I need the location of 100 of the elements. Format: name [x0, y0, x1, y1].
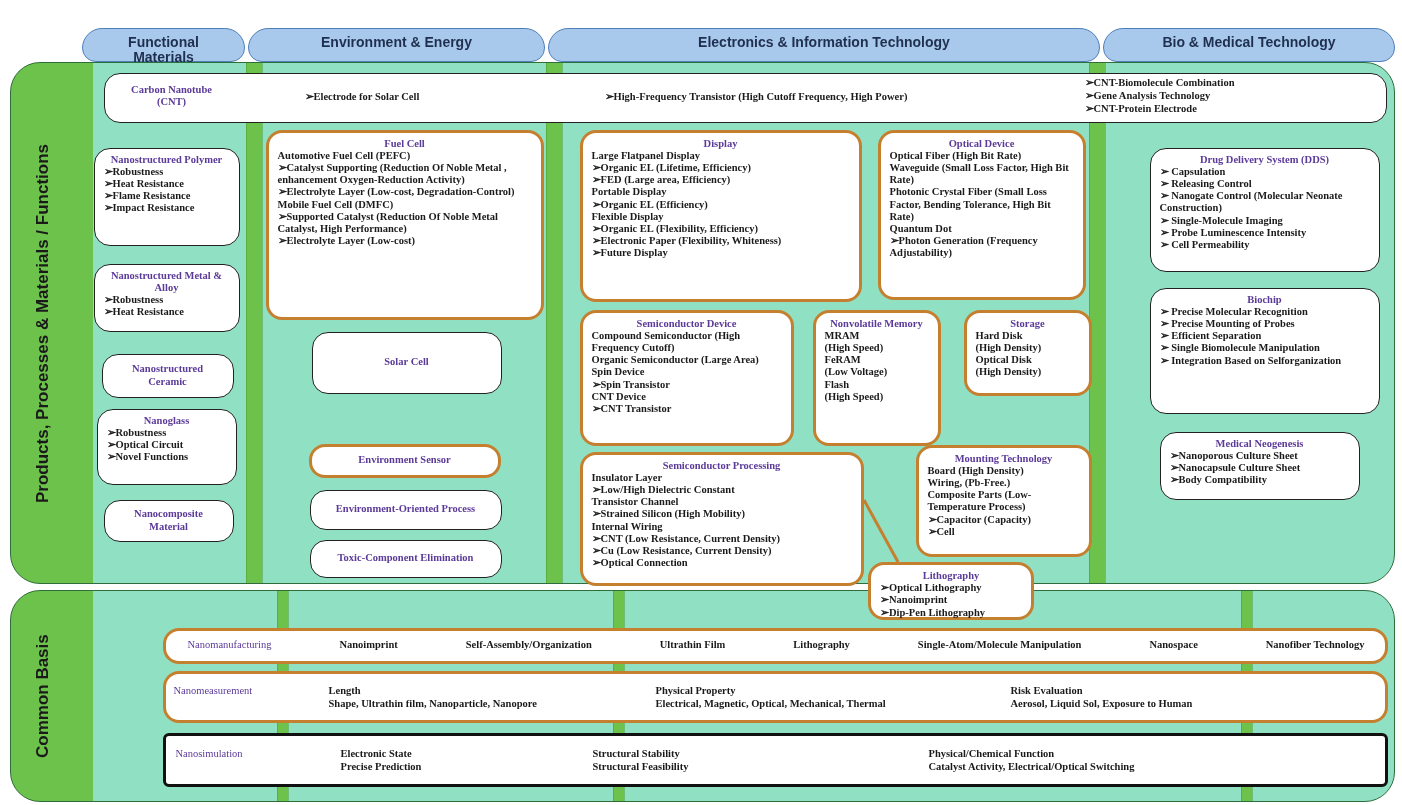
list-item: ➢ Nanogate Control (Molecular Neonate Construction)	[1159, 190, 1344, 215]
box-title: Nanosimulation	[175, 747, 243, 760]
list-item: ➢ Probe Luminescence Intensity	[1159, 226, 1308, 239]
list-item: ➢Dip-Pen Lithography	[880, 606, 986, 619]
list-item: Organic Semiconductor (Large Area)	[591, 354, 760, 367]
list-item: (High Density)	[975, 366, 1043, 379]
box-title: Optical Device	[947, 137, 1016, 150]
list-item: ➢Gene Analysis Technology	[1084, 89, 1211, 102]
box-title: Semiconductor Processing	[661, 459, 782, 472]
text-box	[579, 451, 864, 586]
list-item: Aerosol, Liquid Sol, Exposure to Human	[1010, 697, 1193, 710]
list-item: Length	[328, 684, 361, 697]
text-box	[93, 147, 240, 246]
box-title: Nanostructured Polymer	[109, 153, 224, 166]
text-box	[309, 489, 502, 530]
list-item: ➢Low/High Dielectric Constant	[591, 483, 736, 497]
list-item: Portable Display	[591, 186, 668, 199]
list-item: ➢Robustness	[103, 165, 165, 178]
column-title: Environment & Energy	[320, 35, 473, 50]
list-item: (Low Voltage)	[824, 366, 889, 379]
box-title: Solar Cell	[384, 356, 429, 369]
text-box	[1149, 147, 1380, 272]
list-item: ➢Electrolyte Layer (Low-cost, Degradation-Control)	[277, 186, 516, 199]
row-band	[10, 62, 1395, 584]
list-item: Optical Disk	[975, 354, 1033, 367]
text-box	[309, 539, 502, 578]
list-item: FeRAM	[824, 354, 862, 367]
text-box	[915, 444, 1092, 557]
text-box	[579, 129, 862, 302]
list-item: ➢CNT-Biomolecule Combination	[1084, 76, 1235, 89]
box-title: Lithography	[921, 570, 981, 583]
box-title: Nonvolatile Memory	[829, 317, 924, 330]
list-item: ➢High-Frequency Transistor (High Cutoff Frequency, High Power)	[604, 90, 908, 103]
list-item: Waveguide (Small Loss Factor, High Bit Rate)	[889, 161, 1070, 187]
list-item: Flash	[824, 378, 850, 391]
list-item: ➢Catalyst Supporting (Reduction Of Noble Metal , enhancement Oxygen-Reduction Activity)	[277, 161, 508, 187]
list-item: ➢Organic EL (Efficiency)	[591, 198, 709, 211]
column-band	[248, 28, 545, 62]
list-item: (High Speed)	[824, 390, 885, 403]
box-title: Nanocomposite Material	[133, 508, 204, 533]
list-item: ➢CNT (Low Resistance, Current Density)	[591, 532, 782, 545]
list-item: ➢ Precise Molecular Recognition	[1159, 305, 1309, 318]
list-item: ➢Nanocapsule Culture Sheet	[1169, 461, 1302, 475]
list-item: ➢Novel Functions	[106, 451, 190, 464]
list-item: ➢Electronic Paper (Flexibility, Whiteness)	[591, 235, 783, 248]
list-item: ➢Nanoporous Culture Sheet	[1169, 449, 1299, 462]
column-title: Electronics & Information Technology	[697, 35, 951, 50]
list-item: Ultrathin Film	[659, 639, 726, 652]
text-box	[162, 732, 1388, 787]
list-item: Insulator Layer	[591, 471, 664, 484]
text-box	[93, 263, 240, 332]
list-item: (High Speed)	[824, 341, 885, 355]
box-title: Storage	[1009, 317, 1046, 330]
list-item: ➢Electrolyte Layer (Low-cost)	[277, 235, 416, 248]
list-item: ➢Electrode for Solar Cell	[304, 90, 420, 103]
text-box	[265, 129, 544, 320]
list-item: Lithography	[793, 639, 850, 652]
text-box	[963, 309, 1092, 396]
list-item: Precise Prediction	[340, 760, 422, 773]
list-item: Physical Property	[655, 684, 736, 697]
list-item: Nanospace	[1149, 639, 1198, 652]
list-item: ➢CNT Transistor	[591, 402, 673, 416]
box-title: Environment Sensor	[358, 454, 451, 467]
column-band	[82, 28, 245, 62]
list-item: Electronic State	[340, 747, 412, 760]
list-item: Self-Assembly/Organization	[465, 639, 592, 652]
box-title: Semiconductor Device	[635, 317, 738, 330]
list-item: ➢ Integration Based on Selforganization	[1159, 354, 1343, 367]
text-box	[103, 72, 1387, 123]
list-item: Optical Fiber (High Bit Rate)	[889, 149, 1023, 162]
box-title: Carbon Nanotube (CNT)	[130, 83, 213, 108]
list-item: ➢Robustness	[103, 293, 165, 307]
text-box	[162, 627, 1388, 664]
box-title: Nanostructured Ceramic	[131, 363, 204, 388]
list-item: Mobile Fuel Cell (DMFC)	[277, 198, 395, 211]
list-item: Board (High Density)	[927, 464, 1025, 477]
list-item: ➢ Releasing Control	[1159, 177, 1253, 191]
list-item: (High Density)	[975, 341, 1043, 355]
list-item: Transistor Channel	[591, 496, 680, 509]
list-item: ➢ Cell Permeability	[1159, 238, 1251, 252]
column-band	[1103, 28, 1395, 62]
list-item: ➢Impact Resistance	[103, 202, 196, 215]
text-box	[877, 129, 1086, 300]
text-box	[579, 309, 794, 446]
list-item: CNT Device	[591, 390, 647, 403]
list-item: Automotive Fuel Cell (PEFC)	[277, 149, 412, 162]
list-item: Structural Feasibility	[592, 760, 689, 773]
list-item: ➢ Precise Mounting of Probes	[1159, 317, 1296, 331]
list-item: MRAM	[824, 329, 861, 342]
box-title: Drug Delivery System (DDS)	[1198, 153, 1331, 166]
text-box	[1159, 431, 1360, 500]
list-item: ➢ Single Biomolecule Manipulation	[1159, 342, 1321, 355]
list-item: Quantum Dot	[889, 222, 953, 236]
text-box	[868, 562, 1034, 620]
box-title: Nanostructured Metal & Alloy	[109, 269, 224, 294]
list-item: ➢FED (Large area, Efficiency)	[591, 174, 732, 187]
list-item: Wiring, (Pb-Free.)	[927, 476, 1012, 490]
list-item: ➢ Single-Molecule Imaging	[1159, 214, 1284, 227]
list-item: ➢ Efficient Separation	[1159, 330, 1263, 343]
column-title: Functional Materials	[127, 35, 200, 65]
